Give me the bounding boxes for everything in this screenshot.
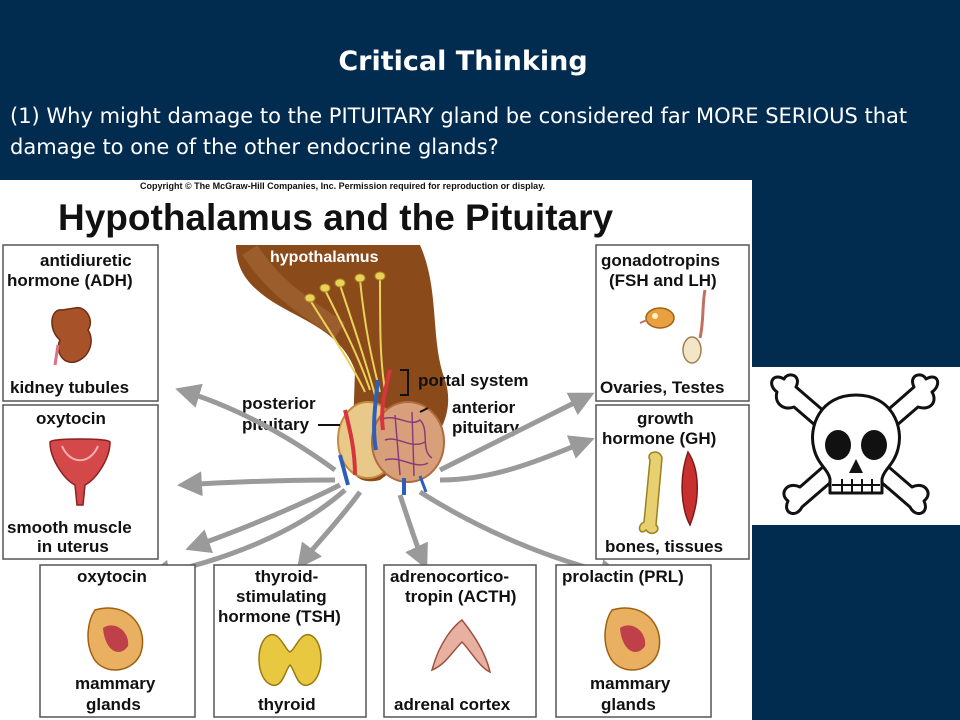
gonadotropins-target-1: Ovaries, Testes bbox=[600, 378, 724, 397]
hypothalamus-drawing bbox=[236, 245, 449, 495]
prl-target-2: glands bbox=[601, 695, 656, 714]
figure-heading: Hypothalamus and the Pituitary bbox=[58, 197, 614, 238]
ovary-testis-icon bbox=[639, 289, 707, 364]
tsh-target-1: thyroid bbox=[258, 695, 316, 714]
copyright-note: Copyright © The McGraw-Hill Companies, I… bbox=[140, 181, 545, 191]
gh-hormone-1: growth bbox=[637, 409, 694, 428]
gonadotropins-hormone-1: gonadotropins bbox=[601, 251, 720, 270]
kidney-icon bbox=[51, 306, 92, 366]
oxytocin-left-hormone-1: oxytocin bbox=[36, 409, 106, 428]
oxytocin-bottom-target-2: glands bbox=[86, 695, 141, 714]
anterior-label-1: anterior bbox=[452, 398, 516, 417]
acth-hormone-2: tropin (ACTH) bbox=[405, 587, 516, 606]
adh-hormone-1: antidiuretic bbox=[40, 251, 132, 270]
gh-hormone-2: hormone (GH) bbox=[602, 429, 716, 448]
prl-hormone-1: prolactin (PRL) bbox=[562, 567, 684, 586]
box-gonadotropins: gonadotropins (FSH and LH) Ovaries, Test… bbox=[595, 244, 750, 402]
skull-panel bbox=[752, 367, 960, 525]
box-oxytocin-bottom: oxytocin mammary glands bbox=[39, 564, 196, 718]
tsh-hormone-1: thyroid- bbox=[255, 567, 318, 586]
slide-title: Critical Thinking bbox=[338, 46, 588, 77]
acth-target-1: adrenal cortex bbox=[394, 695, 511, 714]
box-acth: adrenocortico- tropin (ACTH) adrenal cor… bbox=[383, 564, 537, 718]
tsh-hormone-2: stimulating bbox=[236, 587, 327, 606]
tsh-hormone-3: hormone (TSH) bbox=[218, 607, 341, 626]
uterus-icon bbox=[49, 438, 111, 506]
oxytocin-left-target-1: smooth muscle bbox=[7, 518, 132, 537]
portal-system-label: portal system bbox=[418, 371, 529, 390]
question-text: (1) Why might damage to the PITUITARY gl… bbox=[10, 104, 908, 159]
box-gh: growth hormone (GH) bones, tissues bbox=[595, 404, 750, 560]
mammary-gland-icon bbox=[87, 607, 144, 671]
thyroid-icon bbox=[258, 634, 322, 686]
mammary-gland-icon bbox=[604, 607, 661, 671]
prl-target-1: mammary bbox=[590, 674, 671, 693]
oxytocin-bottom-target-1: mammary bbox=[75, 674, 156, 693]
anterior-label-2: pituitary bbox=[452, 418, 520, 437]
hypothalamus-label: hypothalamus bbox=[270, 249, 379, 266]
box-tsh: thyroid- stimulating hormone (TSH) thyro… bbox=[213, 564, 367, 718]
box-oxytocin-left: oxytocin smooth muscle in uterus bbox=[2, 404, 159, 560]
box-adh: antidiuretic hormone (ADH) kidney tubule… bbox=[2, 244, 159, 402]
adh-hormone-2: hormone (ADH) bbox=[7, 271, 133, 290]
gonadotropins-hormone-2: (FSH and LH) bbox=[609, 271, 717, 290]
box-prl: prolactin (PRL) mammary glands bbox=[555, 564, 712, 718]
hypothalamus-pituitary-figure: Copyright © The McGraw-Hill Companies, I… bbox=[0, 180, 752, 720]
skull-and-crossbones-icon bbox=[770, 373, 940, 516]
oxytocin-bottom-hormone-1: oxytocin bbox=[77, 567, 147, 586]
gh-target-1: bones, tissues bbox=[605, 537, 723, 556]
adh-target-1: kidney tubules bbox=[10, 378, 129, 397]
acth-hormone-1: adrenocortico- bbox=[390, 567, 509, 586]
posterior-label-1: posterior bbox=[242, 394, 316, 413]
oxytocin-left-target-2: in uterus bbox=[37, 537, 109, 556]
adrenal-icon bbox=[430, 618, 492, 674]
bone-muscle-icon bbox=[638, 450, 698, 535]
